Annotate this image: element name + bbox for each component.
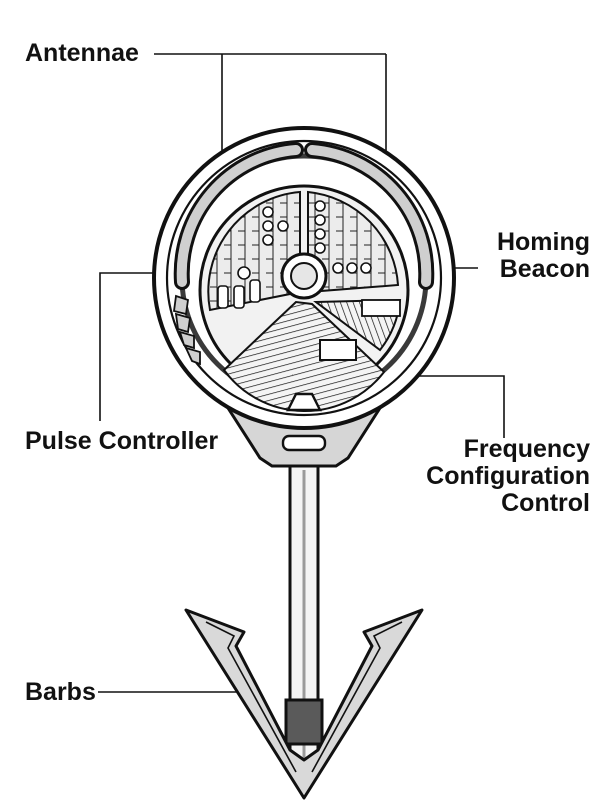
antenna-right-inner: [307, 145, 432, 287]
shaft: [284, 464, 324, 764]
label-antennae-text: Antennae: [25, 39, 139, 67]
label-frequency-line-3: Control: [501, 489, 590, 517]
neck-slot: [281, 434, 327, 452]
frequency-control-block: [319, 339, 357, 361]
antenna-left-inner: [176, 145, 301, 287]
label-homing-beacon-line-1: Homing: [496, 228, 590, 256]
circuit-upper-left: [207, 190, 301, 312]
label-pulse-controller: Pulse Controller: [25, 428, 218, 455]
label-barbs-text: Barbs: [25, 678, 96, 706]
label-barbs: Barbs: [25, 679, 96, 706]
label-frequency-line-1: Frequency: [463, 435, 590, 463]
label-homing-beacon: Homing Beacon: [478, 229, 590, 283]
bottom-nub: [286, 392, 322, 412]
label-homing-beacon-line-2: Beacon: [499, 255, 590, 283]
label-frequency-configuration-control: Frequency Configuration Control: [400, 436, 590, 517]
label-pulse-controller-text: Pulse Controller: [25, 427, 219, 455]
inner-ring: [165, 139, 443, 417]
housing: [152, 126, 456, 468]
label-antennae: Antennae: [25, 40, 139, 67]
label-frequency-line-2: Configuration: [426, 462, 590, 490]
pulse-controller-bar: [173, 294, 201, 366]
circuit-components: [217, 200, 372, 309]
shaft-collar: [284, 698, 324, 746]
circuit-upper-right: [307, 190, 400, 294]
barbs-arrowhead: [184, 608, 424, 800]
